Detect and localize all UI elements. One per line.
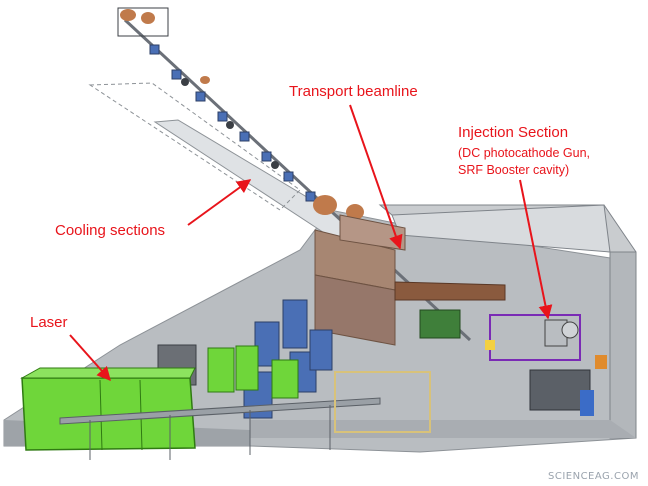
watermark: SCIENCEAG.COM [548,471,639,482]
injection-section-label: Injection Section [458,124,569,141]
laser-transport-pipe [59,397,381,460]
cooling-platform [88,82,364,241]
injection-detail-line1: (DC photocathode Gun, [458,146,591,160]
cooling-arrow [187,179,252,226]
injection-arrow [519,179,553,320]
transport-arrow [349,104,403,250]
transport-beamline-label: Transport beamline [289,83,418,100]
injection-detail-line2: SRF Booster cavity) [458,163,570,177]
support-frame [334,371,431,433]
laser-label: Laser [30,314,68,331]
shielding-blocks [314,214,506,346]
cooling-sections-label: Cooling sections [55,222,166,239]
injection-equipment [419,309,607,416]
laser-arrow [69,334,111,382]
hall-walls [250,204,637,439]
green-racks [207,345,299,399]
callout-arrows [69,104,553,382]
laser-enclosure [20,367,196,451]
